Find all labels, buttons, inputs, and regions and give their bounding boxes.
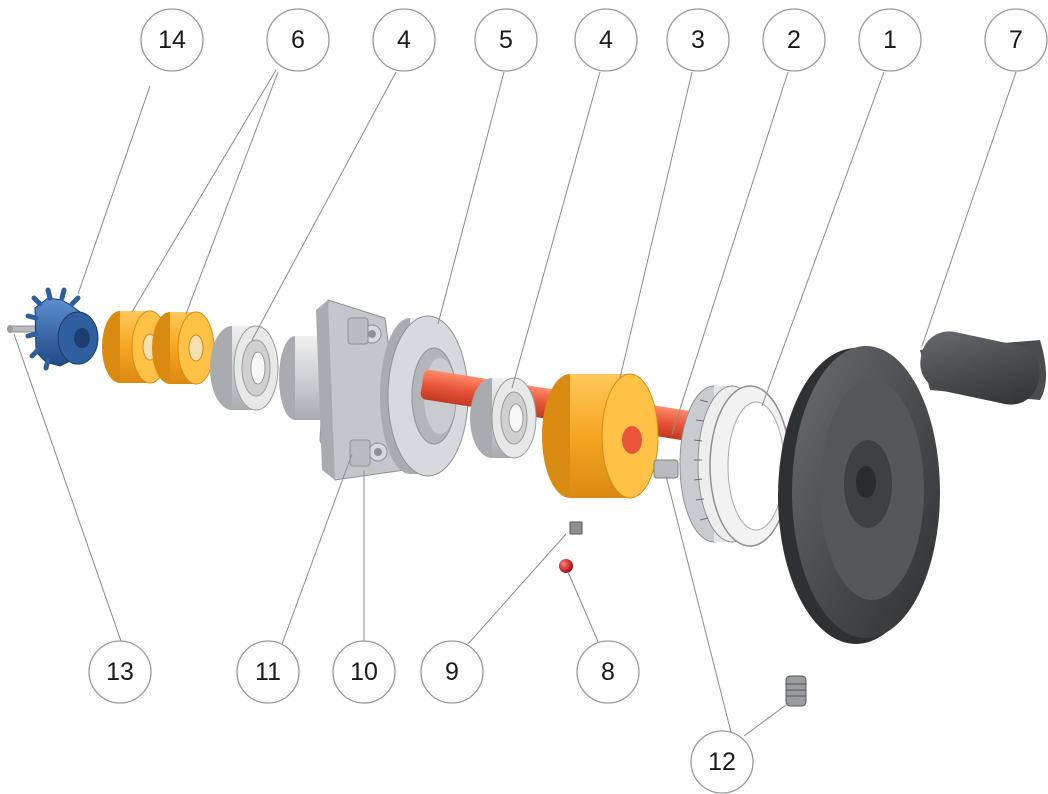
- part-6-bushing-left: [102, 310, 169, 384]
- callout-14-label: 14: [158, 26, 186, 54]
- callout-9: 9: [420, 640, 484, 704]
- callout-5: 5: [474, 8, 538, 72]
- part-12-set-screw-upper: [653, 459, 679, 479]
- part-3-large-bushing: [542, 373, 659, 499]
- callout-8: 8: [576, 640, 640, 704]
- part-5-housing: [279, 299, 469, 481]
- callout-4-right: 4: [574, 8, 638, 72]
- callout-7-label: 7: [1009, 26, 1023, 54]
- callout-1-label: 1: [883, 26, 897, 54]
- part-4-bearing-right: [470, 377, 537, 459]
- callout-12-label: 12: [708, 748, 736, 776]
- part-10-bolt-bottom: [349, 439, 371, 467]
- callout-10: 10: [332, 640, 396, 704]
- part-6-bushing-right: [152, 311, 215, 385]
- part-9-small-block: [569, 521, 583, 535]
- leader-lines: [13, 69, 1017, 737]
- callout-6: 6: [266, 8, 330, 72]
- callout-7: 7: [984, 8, 1048, 72]
- part-7-handwheel: [778, 331, 1046, 644]
- callout-3: 3: [666, 8, 730, 72]
- callout-4-left-label: 4: [397, 26, 411, 54]
- callout-8-label: 8: [601, 658, 615, 686]
- callout-9-label: 9: [445, 658, 459, 686]
- part-1-ring: [709, 385, 791, 547]
- callout-13: 13: [88, 640, 152, 704]
- callout-3-label: 3: [691, 26, 705, 54]
- callout-10-label: 10: [350, 658, 378, 686]
- part-8-ball: [559, 559, 573, 573]
- callout-6-label: 6: [291, 26, 305, 54]
- callout-12: 12: [690, 730, 754, 794]
- part-14-bevel-gear: [7, 287, 99, 371]
- part-11-bolt-top: [347, 317, 369, 345]
- callout-5-label: 5: [499, 26, 513, 54]
- callout-2-label: 2: [787, 26, 801, 54]
- callout-13-label: 13: [106, 658, 134, 686]
- callout-2: 2: [762, 8, 826, 72]
- callout-14: 14: [140, 8, 204, 72]
- callout-4-right-label: 4: [599, 26, 613, 54]
- part-4-bearing-left: [210, 325, 279, 411]
- callout-4-left: 4: [372, 8, 436, 72]
- callout-11-label: 11: [255, 658, 281, 686]
- callout-11: 11: [236, 640, 300, 704]
- part-12-set-screw-lower: [785, 675, 807, 707]
- callout-1: 1: [858, 8, 922, 72]
